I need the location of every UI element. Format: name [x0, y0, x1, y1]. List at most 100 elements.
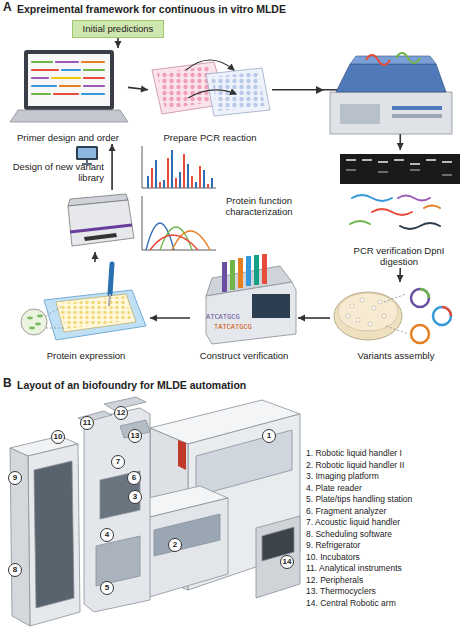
- callout-number: 3: [133, 492, 137, 501]
- component-list-item: 7. Acoustic liquid handler: [306, 518, 400, 528]
- petri-dish-part: [411, 289, 429, 307]
- flow-arrow: [272, 90, 404, 150]
- callout-circle: 3: [128, 490, 142, 504]
- laptop-illustration: [10, 50, 128, 122]
- process-step: Prepare PCR reaction: [148, 52, 272, 144]
- biofoundry-render-part: [178, 440, 186, 470]
- expression-plate-part: [58, 296, 133, 329]
- plate-reader-part: [70, 225, 132, 232]
- thermocycler-illustration-part: [336, 64, 446, 92]
- laptop-illustration-part-part: [84, 77, 104, 79]
- callout-circle: 5: [100, 581, 114, 595]
- box-label: Initial predictions: [83, 24, 154, 35]
- biofoundry-render-part: [34, 461, 74, 608]
- component-list-item: 8. Scheduling software: [306, 530, 392, 540]
- pcr-plate-illustration-part: [211, 72, 265, 111]
- callout-circle: 1: [262, 429, 276, 443]
- gel-image-part: [346, 170, 452, 175]
- laptop-illustration-part-part: [82, 61, 104, 63]
- gel-image-part-part: [372, 209, 412, 215]
- component-list-item: 3. Imaging platform: [306, 472, 379, 482]
- callout-circle: 10: [51, 430, 65, 444]
- callout-circle: 14: [280, 555, 294, 569]
- biofoundry-render-part: [28, 444, 80, 626]
- process-step: Protein expression: [22, 262, 150, 362]
- petri-dish-part-part: [378, 300, 382, 304]
- step-label: Primer design and order: [8, 133, 128, 144]
- panel-heading: Expreimental framework for continuous in…: [17, 3, 286, 15]
- gel-image-part-part: [350, 221, 370, 224]
- thermocycler-illustration-part: [350, 56, 436, 64]
- gel-image-part: [346, 160, 452, 164]
- sequencer-illustration-part: [252, 294, 290, 318]
- petri-dish-part-part: [360, 298, 364, 302]
- callout-number: 12: [117, 408, 126, 417]
- flow-arrow: [298, 315, 330, 322]
- distribution-plot-part: [142, 196, 216, 250]
- bar-chart-part: [148, 150, 212, 188]
- sequence-text: TATCATGCG: [214, 323, 252, 331]
- flow-arrow: [115, 38, 122, 48]
- expression-plate-part-part: [27, 317, 33, 320]
- callout-number: 10: [54, 432, 63, 441]
- component-list-item: 1. Robotic liquid handler I: [306, 449, 402, 459]
- sequencer-illustration-part: [230, 260, 235, 290]
- thermocycler-illustration-part: [340, 104, 380, 124]
- plate-reader: [68, 194, 134, 246]
- expression-plate-part: [110, 264, 112, 294]
- callout-number: 13: [131, 431, 140, 440]
- sequencer-illustration-part: [254, 255, 259, 285]
- expression-plate-part: [46, 306, 66, 328]
- petri-dish-part: [346, 298, 386, 326]
- sequencer-illustration-part: [238, 258, 243, 288]
- thermocycler-illustration-part: [330, 92, 452, 134]
- callout-number: 4: [105, 530, 109, 539]
- biofoundry-render: [10, 397, 300, 626]
- expression-plate-part: [56, 294, 136, 332]
- laptop-illustration-part-part: [56, 61, 78, 63]
- laptop-illustration-part-part: [54, 93, 78, 95]
- component-list-item: 9. Refrigerator: [306, 541, 360, 551]
- gel-image-part: [350, 195, 440, 229]
- distribution-plot-part: [160, 227, 192, 250]
- laptop-illustration-part-part: [52, 77, 80, 79]
- component-list-item: 2. Robotic liquid handler II: [306, 461, 404, 471]
- component-list-item: 5. Plate/tips handling station: [306, 495, 412, 505]
- petri-dish-part: [338, 293, 398, 331]
- callout-circle: 13: [128, 429, 142, 443]
- arrow-head: [109, 144, 116, 151]
- laptop-illustration-part-part: [32, 69, 58, 71]
- expression-plate: [21, 264, 146, 340]
- process-step: Variants assembly: [330, 282, 462, 362]
- laptop-illustration-part-part: [60, 85, 80, 87]
- callout-number: 6: [132, 473, 136, 482]
- laptop-illustration-part-part: [32, 93, 50, 95]
- thermocycler-illustration-part: [392, 106, 442, 110]
- component-list-item: 10. Incubators: [306, 553, 360, 563]
- plate-reader-part: [84, 233, 117, 241]
- distribution-plot: [142, 196, 216, 250]
- step-label: Prepare PCR reaction: [148, 133, 272, 144]
- expression-plate-part: [27, 315, 43, 330]
- arrow-head: [298, 315, 305, 322]
- thermocycler-illustration-part: [316, 86, 324, 94]
- sequencer-illustration-part: [206, 282, 296, 344]
- callout-circle: 8: [8, 563, 22, 577]
- step-label: Protein expression: [22, 351, 150, 362]
- biofoundry-render-part: [100, 471, 140, 519]
- laptop-illustration-part-part: [62, 69, 80, 71]
- petri-dish-part-part: [350, 304, 354, 308]
- plate-reader-part: [68, 200, 134, 246]
- laptop-illustration-part-part: [32, 85, 56, 87]
- petri-dish-part: [411, 325, 429, 343]
- petri-dish-part: [433, 307, 451, 325]
- laptop-illustration-part: [24, 50, 114, 110]
- step-label: Variants assembly: [330, 351, 462, 362]
- arrow-head: [115, 41, 122, 48]
- sequencer-illustration-part: [222, 262, 227, 292]
- component-list-item: 12. Peripherals: [306, 576, 363, 586]
- start-box: Initial predictions: [72, 20, 164, 38]
- expression-plate-part-part: [29, 327, 35, 330]
- flow-arrow: [109, 144, 116, 190]
